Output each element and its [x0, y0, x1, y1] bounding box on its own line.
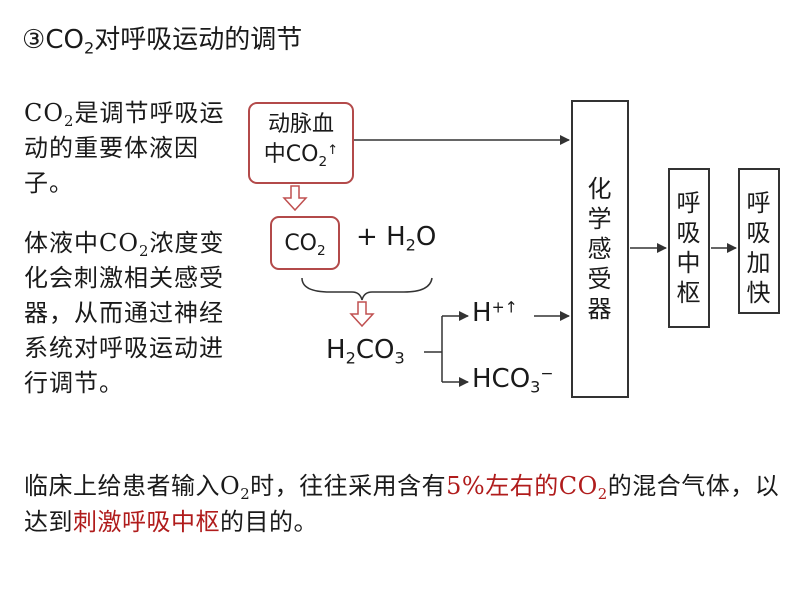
hco3-sup: − — [540, 364, 554, 383]
para1-sub: 2 — [64, 112, 75, 131]
h2o-o: O — [415, 222, 437, 252]
co2-box: CO2 — [270, 216, 340, 270]
chemoreceptor-box: 化 学 感 受 器 — [571, 100, 629, 398]
para2-text-a: 体液中CO — [24, 229, 140, 257]
co2-text: CO — [284, 231, 317, 256]
resp-faster-char: 吸 — [746, 219, 772, 247]
resp-center-char: 呼 — [676, 189, 702, 217]
artery-line2-sub: 2 — [318, 153, 328, 170]
h2co3-co: CO — [355, 335, 395, 365]
clinical-o2-sub: 2 — [240, 485, 251, 504]
chemoreceptor-char: 化 — [587, 175, 613, 203]
highlight-stimulate-center: 刺激呼吸中枢 — [73, 508, 220, 536]
clinical-text-d: 的目的。 — [220, 508, 318, 536]
h2co3-sub2: 3 — [394, 348, 405, 368]
artery-increase-arrow: ↑ — [327, 142, 339, 158]
para1-text-a: CO — [24, 99, 65, 127]
resp-faster-char: 呼 — [746, 189, 772, 217]
clinical-note: 临床上给患者输入O2时，往往采用含有5%左右的CO2的混合气体，以达到刺激呼吸中… — [24, 468, 784, 540]
artery-line1: 动脉血 — [267, 112, 334, 137]
chemoreceptor-char: 感 — [587, 235, 613, 263]
page-title: ③CO2对呼吸运动的调节 — [22, 22, 302, 58]
hollow-arrow-to-h2co3 — [349, 301, 375, 328]
breathing-faster-box: 呼 吸 加 快 — [738, 168, 780, 314]
paragraph-co2-regulation: 体液中CO2浓度变化会刺激相关感受器，从而通过神经系统对呼吸运动进行调节。 — [24, 226, 234, 401]
h2o-h: H — [386, 222, 406, 252]
chemoreceptor-char: 受 — [587, 265, 613, 293]
chemoreceptor-char: 学 — [587, 205, 613, 233]
artery-line2-text: 中CO — [263, 142, 319, 167]
artery-co2-box: 动脉血 中CO2↑ — [248, 102, 354, 184]
resp-faster-char: 加 — [746, 249, 772, 277]
h2o-sub: 2 — [405, 235, 416, 255]
hollow-arrow-artery-to-co2 — [282, 185, 308, 212]
hco3-sub: 3 — [530, 377, 541, 397]
respiratory-center-box: 呼 吸 中 枢 — [668, 168, 710, 328]
brace-co2-h2o — [301, 277, 433, 301]
plus-sign: + — [356, 222, 387, 252]
chemoreceptor-char: 器 — [587, 295, 613, 323]
clinical-text-b: 时，往往采用含有 — [250, 472, 447, 500]
hplus-sup: +↑ — [491, 298, 518, 317]
title-rest: 对呼吸运动的调节 — [94, 25, 303, 55]
highlight-5pct-co2: 5%左右的CO2 — [446, 472, 608, 504]
title-subscript: 2 — [83, 38, 95, 58]
para2-text-b: 浓度变化会刺激相关感受器，从而通过神经系统对呼吸运动进行调节。 — [24, 229, 225, 397]
highlight-5pct-text: 5%左右的CO — [446, 472, 598, 500]
h2co3-h: H — [326, 335, 346, 365]
co2-sub: 2 — [317, 242, 326, 259]
clinical-text-c: 的混合气体，以达到 — [24, 472, 780, 536]
highlight-co2-sub: 2 — [597, 485, 608, 504]
resp-center-char: 吸 — [676, 219, 702, 247]
resp-center-char: 枢 — [676, 279, 702, 307]
carbonic-acid: H2CO3 — [326, 335, 405, 368]
artery-line2: 中CO2↑ — [250, 140, 352, 170]
resp-center-char: 中 — [676, 249, 702, 277]
paragraph-co2-factor: CO2是调节呼吸运动的重要体液因子。 — [24, 96, 234, 201]
title-circled-number: ③ — [22, 25, 46, 55]
title-co: CO — [45, 25, 84, 55]
bicarbonate-ion: HCO3− — [472, 364, 554, 397]
clinical-text-a: 临床上给患者输入O — [24, 472, 241, 500]
plus-water: + H2O — [356, 222, 437, 255]
hco3-text: HCO — [472, 364, 531, 394]
hplus-h: H — [472, 298, 492, 328]
resp-faster-char: 快 — [746, 279, 772, 307]
hydrogen-ion: H+↑ — [472, 298, 518, 328]
para2-sub: 2 — [139, 242, 150, 261]
para1-text-b: 是调节呼吸运动的重要体液因子。 — [24, 99, 225, 197]
h2co3-sub1: 2 — [345, 348, 356, 368]
